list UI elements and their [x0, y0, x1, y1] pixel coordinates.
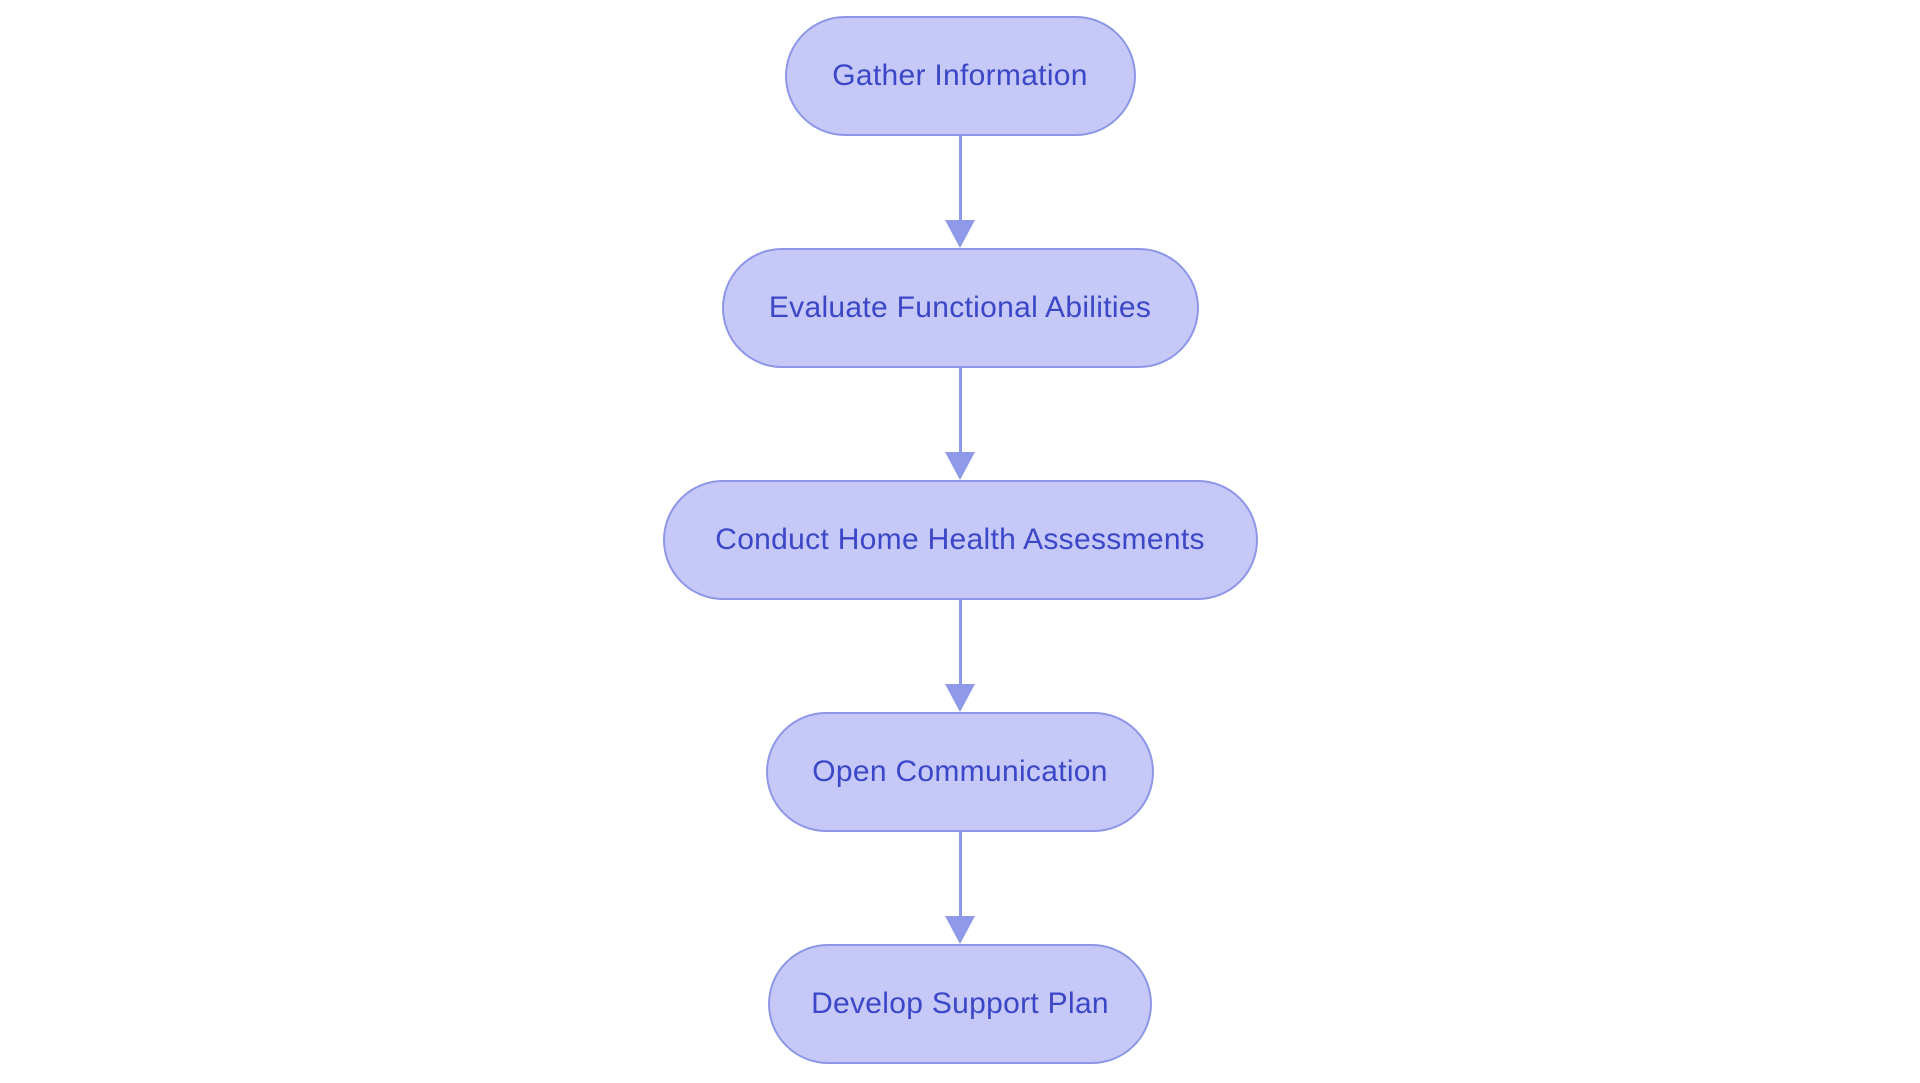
arrow-stem [958, 832, 962, 916]
flow-arrow-1 [945, 136, 975, 248]
flow-node-evaluate-functional-abilities: Evaluate Functional Abilities [721, 248, 1199, 368]
flow-node-gather-information: Gather Information [784, 16, 1136, 136]
arrow-down-icon [945, 684, 975, 712]
arrow-down-icon [945, 916, 975, 944]
flow-node-label: Gather Information [832, 59, 1088, 92]
flow-arrow-4 [945, 832, 975, 944]
flowchart-column: Gather Information Evaluate Functional A… [0, 16, 1920, 1064]
flow-node-label: Open Communication [812, 755, 1108, 788]
flow-node-label: Conduct Home Health Assessments [715, 523, 1205, 556]
flow-node-label: Develop Support Plan [811, 987, 1109, 1020]
flow-arrow-3 [945, 600, 975, 712]
flow-node-develop-support-plan: Develop Support Plan [768, 944, 1152, 1064]
flow-node-open-communication: Open Communication [766, 712, 1154, 832]
flow-node-label: Evaluate Functional Abilities [768, 291, 1152, 324]
arrow-stem [958, 368, 962, 452]
flow-node-conduct-home-health-assessments: Conduct Home Health Assessments [662, 480, 1258, 600]
arrow-stem [958, 136, 962, 220]
arrow-down-icon [945, 220, 975, 248]
flow-arrow-2 [945, 368, 975, 480]
arrow-stem [958, 600, 962, 684]
arrow-down-icon [945, 452, 975, 480]
